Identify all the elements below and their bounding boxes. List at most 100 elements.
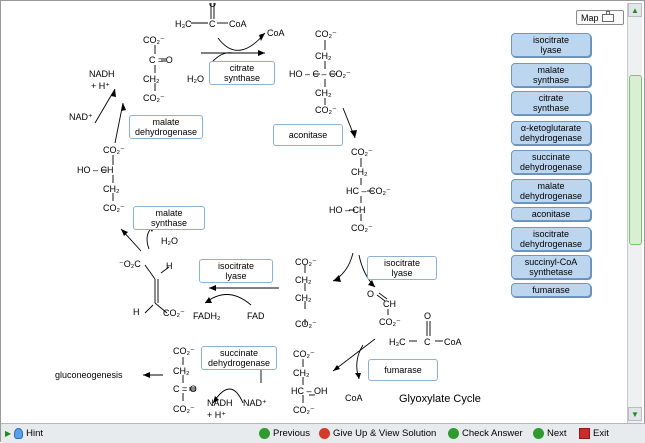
lightbulb-icon <box>14 427 24 439</box>
label-h2o-top: H₂O <box>187 74 204 84</box>
label-coa-top: CoA <box>267 28 285 38</box>
next-button[interactable]: Next <box>533 426 567 440</box>
enzyme-chip-label: malate synthase <box>532 65 570 85</box>
succinate-ch2-a: CH₂ <box>295 275 312 285</box>
box-succinate-dehydrogenase-text: succinate dehydrogenase <box>207 348 271 368</box>
enzyme-chip[interactable]: isocitrate lyase <box>511 33 591 57</box>
label-nadh: NADH <box>89 69 115 79</box>
enzyme-chip[interactable]: α-ketoglutarate dehydrogenase <box>511 121 591 145</box>
pathway-canvas: H₃C O C CoA CO₂⁻ CH₂ HO – C – CO₂⁻ CH₂ C… <box>3 3 625 423</box>
previous-icon <box>259 427 270 439</box>
enzyme-chip[interactable]: isocitrate dehydrogenase <box>511 227 591 251</box>
exit-icon <box>579 427 590 439</box>
expand-triangle-icon: ▶ <box>5 428 12 438</box>
give-up-button[interactable]: Give Up & View Solution <box>319 426 436 440</box>
enzyme-chip[interactable]: aconitase <box>511 207 591 221</box>
enzyme-chip-label: succinate dehydrogenase <box>519 152 583 172</box>
acetyl-coa-h3c: H₃C <box>175 19 192 29</box>
box-succinate-dehydrogenase[interactable]: succinate dehydrogenase <box>201 346 277 370</box>
oxaloacetate-co2-bottom: CO₂⁻ <box>143 93 165 103</box>
isocitrate-ho-ch: HO – CH <box>329 205 366 215</box>
box-aconitase[interactable]: aconitase <box>273 124 343 146</box>
exit-label: Exit <box>593 427 609 439</box>
box-citrate-synthase-text: citrate synthase <box>223 63 261 83</box>
label-fadh2: FADH₂ <box>193 311 221 321</box>
bottom-toolbar: ▶ Hint Previous Give Up & View Solution … <box>1 423 645 443</box>
label-h2o-mid: H₂O <box>161 236 178 246</box>
citrate-co2-bottom: CO₂⁻ <box>315 105 337 115</box>
box-fumarase-text: fumarase <box>384 365 422 375</box>
scrollbar-thumb[interactable] <box>629 75 642 245</box>
enzyme-chip-label: succinyl-CoA synthetase <box>524 257 578 277</box>
oxaloacetate-bottom-co2-top: CO₂⁻ <box>173 346 195 356</box>
enzyme-chip-label: isocitrate lyase <box>532 35 569 55</box>
malate-bottom-ch2: CH₂ <box>293 368 310 378</box>
map-button-label: Map <box>581 12 599 23</box>
enzyme-chip[interactable]: succinate dehydrogenase <box>511 150 591 174</box>
box-fumarase[interactable]: fumarase <box>368 359 438 381</box>
hint-button[interactable]: ▶ Hint <box>5 426 43 440</box>
enzyme-chip-label: isocitrate dehydrogenase <box>519 229 583 249</box>
succinate-co2-top: CO₂⁻ <box>295 257 317 267</box>
isocitrate-co2-top: CO₂⁻ <box>351 147 373 157</box>
acetyl-coa-o: O <box>209 3 217 9</box>
box-malate-synthase[interactable]: malate synthase <box>133 206 205 230</box>
give-up-icon <box>319 427 330 439</box>
acetylcoa-br-coa: CoA <box>444 337 462 347</box>
glyoxylate-ch: CH <box>383 299 396 309</box>
box-isocitrate-lyase-right[interactable]: isocitrate lyase <box>367 256 437 280</box>
label-gluconeogenesis: gluconeogenesis <box>55 370 123 380</box>
hint-label: Hint <box>26 427 44 439</box>
enzyme-chip[interactable]: fumarase <box>511 283 591 297</box>
citrate-center: HO – C – CO₂⁻ <box>289 69 351 79</box>
exit-button[interactable]: Exit <box>579 426 609 440</box>
citrate-ch2-bottom: CH₂ <box>315 88 332 98</box>
enzyme-chip[interactable]: citrate synthase <box>511 91 591 115</box>
oxaloacetate-co2-top: CO₂⁻ <box>143 35 165 45</box>
scroll-up-arrow-icon[interactable]: ▲ <box>628 3 642 17</box>
enzyme-chip-label: malate dehydrogenase <box>519 181 583 201</box>
enzyme-chip-label: aconitase <box>531 209 571 219</box>
previous-button[interactable]: Previous <box>259 426 310 440</box>
enzyme-chip[interactable]: malate synthase <box>511 63 591 87</box>
citrate-co2-top: CO₂⁻ <box>315 29 337 39</box>
vertical-scrollbar[interactable]: ▲ ▼ <box>627 3 642 423</box>
label-hplus-bottom: + H⁺ <box>207 410 227 420</box>
map-button[interactable]: Map <box>576 10 624 25</box>
malate-left-co2-bottom: CO₂⁻ <box>103 203 125 213</box>
enzyme-chip[interactable]: malate dehydrogenase <box>511 179 591 203</box>
label-hplus: + H⁺ <box>91 81 111 91</box>
next-label: Next <box>547 427 567 439</box>
scroll-down-arrow-icon[interactable]: ▼ <box>628 407 642 421</box>
label-nadplus-bottom: NAD⁺ <box>243 398 267 408</box>
check-answer-button[interactable]: Check Answer <box>448 426 523 440</box>
acetylcoa-br-h3c: H₃C <box>389 337 406 347</box>
box-isocitrate-lyase-right-text: isocitrate lyase <box>383 258 420 278</box>
box-malate-dehydrogenase[interactable]: malate dehydrogenase <box>129 115 203 139</box>
isocitrate-hc: HC – CO₂⁻ <box>346 186 391 196</box>
enzyme-chip-label: citrate synthase <box>532 93 570 113</box>
glyoxylate-o: O <box>367 289 375 299</box>
box-isocitrate-lyase-left[interactable]: isocitrate lyase <box>199 259 273 283</box>
box-citrate-synthase[interactable]: citrate synthase <box>209 61 275 85</box>
isocitrate-co2-bottom: CO₂⁻ <box>351 223 373 233</box>
label-fad: FAD <box>247 311 265 321</box>
succinate-co2-bottom: CO₂⁻ <box>295 319 317 329</box>
diagram-title: Glyoxylate Cycle <box>399 393 481 405</box>
oxaloacetate-bottom-co2: CO₂⁻ <box>173 404 195 414</box>
malate-left-ch2: CH₂ <box>103 184 120 194</box>
malate-bottom-co2: CO₂⁻ <box>293 405 315 415</box>
malate-bottom-hc-oh: HC – OH <box>291 386 328 396</box>
next-icon <box>533 427 544 439</box>
map-icon <box>601 10 614 22</box>
label-nadh-bottom: NADH <box>207 398 233 408</box>
acetylcoa-br-c: C <box>424 337 431 347</box>
give-up-label: Give Up & View Solution <box>333 427 437 439</box>
enzyme-chip-label: fumarase <box>532 285 570 295</box>
enzyme-chip[interactable]: succinyl-CoA synthetase <box>511 255 591 279</box>
acetylcoa-br-o: O <box>424 311 432 321</box>
oxaloacetate-bottom-c-o: C = O <box>173 384 197 394</box>
isocitrate-ch2: CH₂ <box>351 167 368 177</box>
fumarate-o2c: ⁻O₂C <box>119 259 141 269</box>
